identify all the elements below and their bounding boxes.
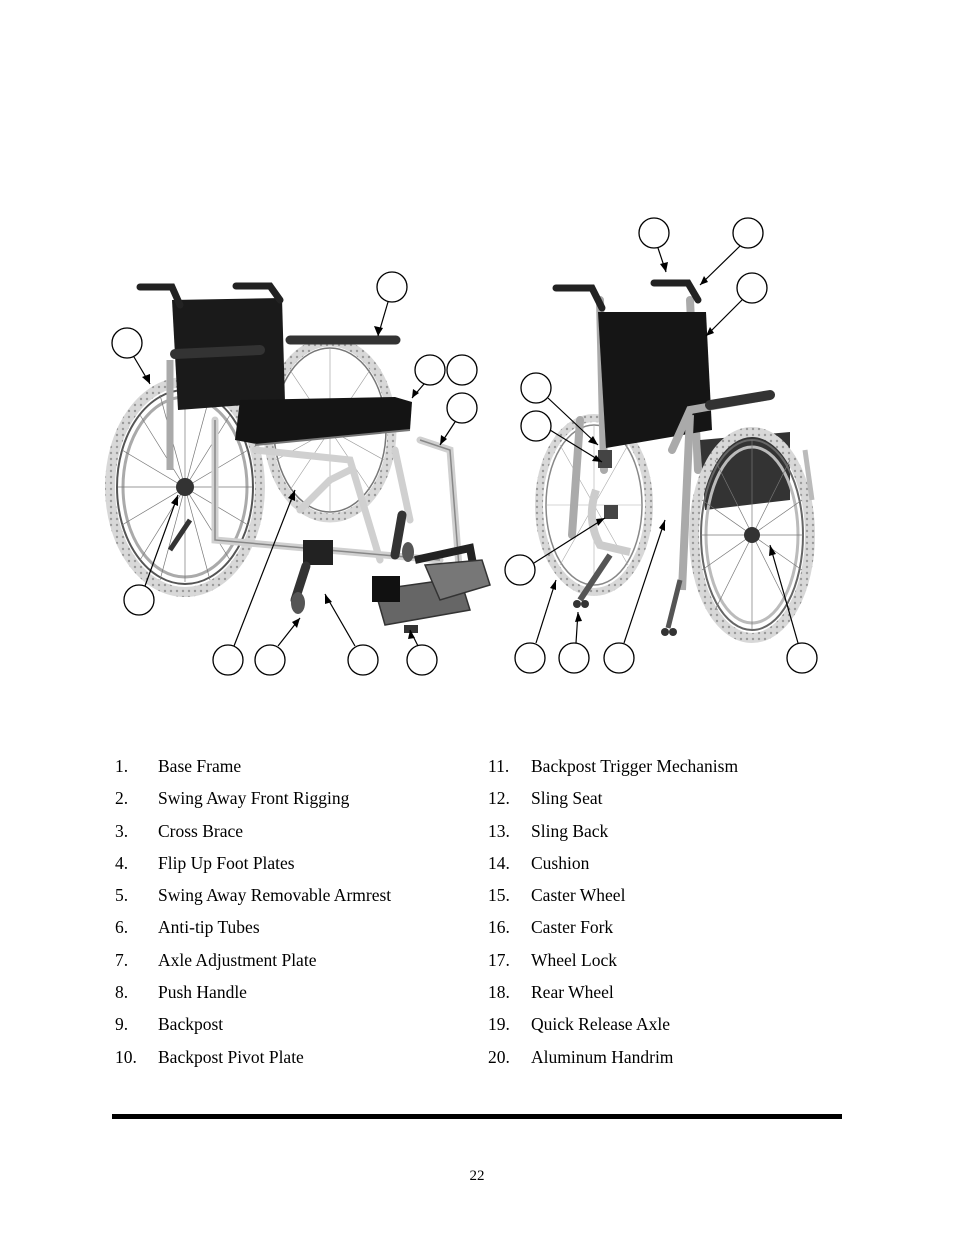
wheelchair-diagram bbox=[105, 217, 818, 676]
callout-circle bbox=[732, 217, 764, 249]
part-number: 13. bbox=[488, 820, 510, 841]
part-number: 8. bbox=[115, 982, 129, 1003]
wheelchair-front-view bbox=[105, 282, 491, 633]
list-item: 5. Swing Away Removable Armrest bbox=[115, 883, 515, 915]
list-item: 9. Backpost bbox=[115, 1012, 515, 1044]
callout-circle bbox=[603, 642, 635, 674]
part-number: 20. bbox=[488, 1046, 510, 1067]
part-label: Cross Brace bbox=[158, 820, 244, 841]
callout-circle bbox=[376, 271, 408, 303]
list-item: 11. Backpost Trigger Mechanism bbox=[488, 754, 888, 786]
part-label: Backpost Pivot Plate bbox=[158, 1046, 304, 1067]
leader-lines bbox=[133, 245, 799, 647]
callout-circle bbox=[446, 392, 478, 424]
part-label: Sling Back bbox=[531, 820, 609, 841]
callout-circle bbox=[520, 372, 552, 404]
list-item: 6. Anti-tip Tubes bbox=[115, 915, 515, 947]
part-label: Flip Up Foot Plates bbox=[158, 852, 295, 873]
callout-circle bbox=[786, 642, 818, 674]
cushion-front bbox=[235, 397, 412, 445]
list-item: 20. Aluminum Handrim bbox=[488, 1045, 888, 1077]
part-number: 5. bbox=[115, 885, 129, 906]
callout-circle bbox=[514, 642, 546, 674]
callout-circle bbox=[212, 644, 244, 676]
list-item: 3. Cross Brace bbox=[115, 819, 515, 851]
sling-back-rear bbox=[598, 312, 712, 448]
part-label: Backpost bbox=[158, 1014, 224, 1035]
part-number: 17. bbox=[488, 949, 510, 970]
part-label: Push Handle bbox=[158, 982, 247, 1003]
part-label: Swing Away Front Rigging bbox=[158, 788, 350, 809]
part-label: Backpost Trigger Mechanism bbox=[531, 756, 739, 776]
footer-rule bbox=[112, 1114, 842, 1119]
part-number: 10. bbox=[115, 1046, 137, 1067]
callouts bbox=[111, 217, 818, 676]
list-item: 18. Rear Wheel bbox=[488, 980, 888, 1012]
part-label: Cushion bbox=[531, 852, 590, 873]
wheelchair-rear-view bbox=[535, 279, 815, 643]
list-item: 13. Sling Back bbox=[488, 819, 888, 851]
part-label: Anti-tip Tubes bbox=[158, 917, 260, 938]
list-item: 14. Cushion bbox=[488, 851, 888, 883]
callout-circle bbox=[520, 410, 552, 442]
part-number: 12. bbox=[488, 788, 510, 809]
callout-circle bbox=[504, 554, 536, 586]
part-label: Base Frame bbox=[158, 756, 242, 776]
callout-circle bbox=[123, 584, 155, 616]
part-label: Swing Away Removable Armrest bbox=[158, 885, 392, 906]
callout-circle bbox=[638, 217, 670, 249]
part-label: Aluminum Handrim bbox=[531, 1046, 674, 1067]
part-label: Wheel Lock bbox=[531, 949, 617, 970]
part-number: 3. bbox=[115, 820, 129, 841]
list-item: 16. Caster Fork bbox=[488, 915, 888, 947]
list-item: 17. Wheel Lock bbox=[488, 948, 888, 980]
part-label: Caster Fork bbox=[531, 917, 614, 938]
parts-list-right: 11. Backpost Trigger Mechanism 12. Sling S… bbox=[488, 754, 888, 1077]
list-item: 8. Push Handle bbox=[115, 980, 515, 1012]
page-number: 22 bbox=[469, 1168, 485, 1184]
part-label: Sling Seat bbox=[531, 788, 603, 809]
part-number: 15. bbox=[488, 885, 510, 906]
part-label: Rear Wheel bbox=[531, 982, 614, 1003]
list-item: 2. Swing Away Front Rigging bbox=[115, 786, 515, 818]
part-label: Axle Adjustment Plate bbox=[158, 949, 317, 970]
part-number: 1. bbox=[115, 756, 129, 776]
part-number: 11. bbox=[488, 756, 510, 776]
part-number: 9. bbox=[115, 1014, 129, 1035]
callout-circle bbox=[254, 644, 286, 676]
list-item: 1. Base Frame bbox=[115, 754, 515, 786]
part-label: Quick Release Axle bbox=[531, 1014, 670, 1035]
list-item: 4. Flip Up Foot Plates bbox=[115, 851, 515, 883]
part-number: 7. bbox=[115, 949, 129, 970]
list-item: 15. Caster Wheel bbox=[488, 883, 888, 915]
list-item: 10. Backpost Pivot Plate bbox=[115, 1045, 515, 1077]
callout-circle bbox=[736, 272, 768, 304]
callout-circle bbox=[406, 644, 438, 676]
parts-list-left: 1.Base Frame 2.Swing Away Front Rigging … bbox=[115, 754, 515, 1077]
callout-circle bbox=[558, 642, 590, 674]
callout-circle bbox=[111, 327, 143, 359]
part-number: 16. bbox=[488, 917, 510, 938]
rear-wheel-rear-view bbox=[689, 427, 815, 643]
part-label: Caster Wheel bbox=[531, 885, 626, 906]
list-item: 12. Sling Seat bbox=[488, 786, 888, 818]
callout-circle bbox=[347, 644, 379, 676]
part-number: 14. bbox=[488, 852, 510, 873]
callout-circle bbox=[414, 354, 446, 386]
rear-wheel-near bbox=[105, 377, 265, 597]
part-number: 4. bbox=[115, 852, 129, 873]
callout-circle bbox=[446, 354, 478, 386]
part-number: 6. bbox=[115, 917, 129, 938]
foot-plate-right bbox=[423, 559, 491, 601]
list-item: 19. Quick Release Axle bbox=[488, 1012, 888, 1044]
part-number: 18. bbox=[488, 982, 510, 1003]
part-number: 2. bbox=[115, 788, 129, 809]
part-number: 19. bbox=[488, 1014, 510, 1035]
list-item: 7. Axle Adjustment Plate bbox=[115, 948, 515, 980]
